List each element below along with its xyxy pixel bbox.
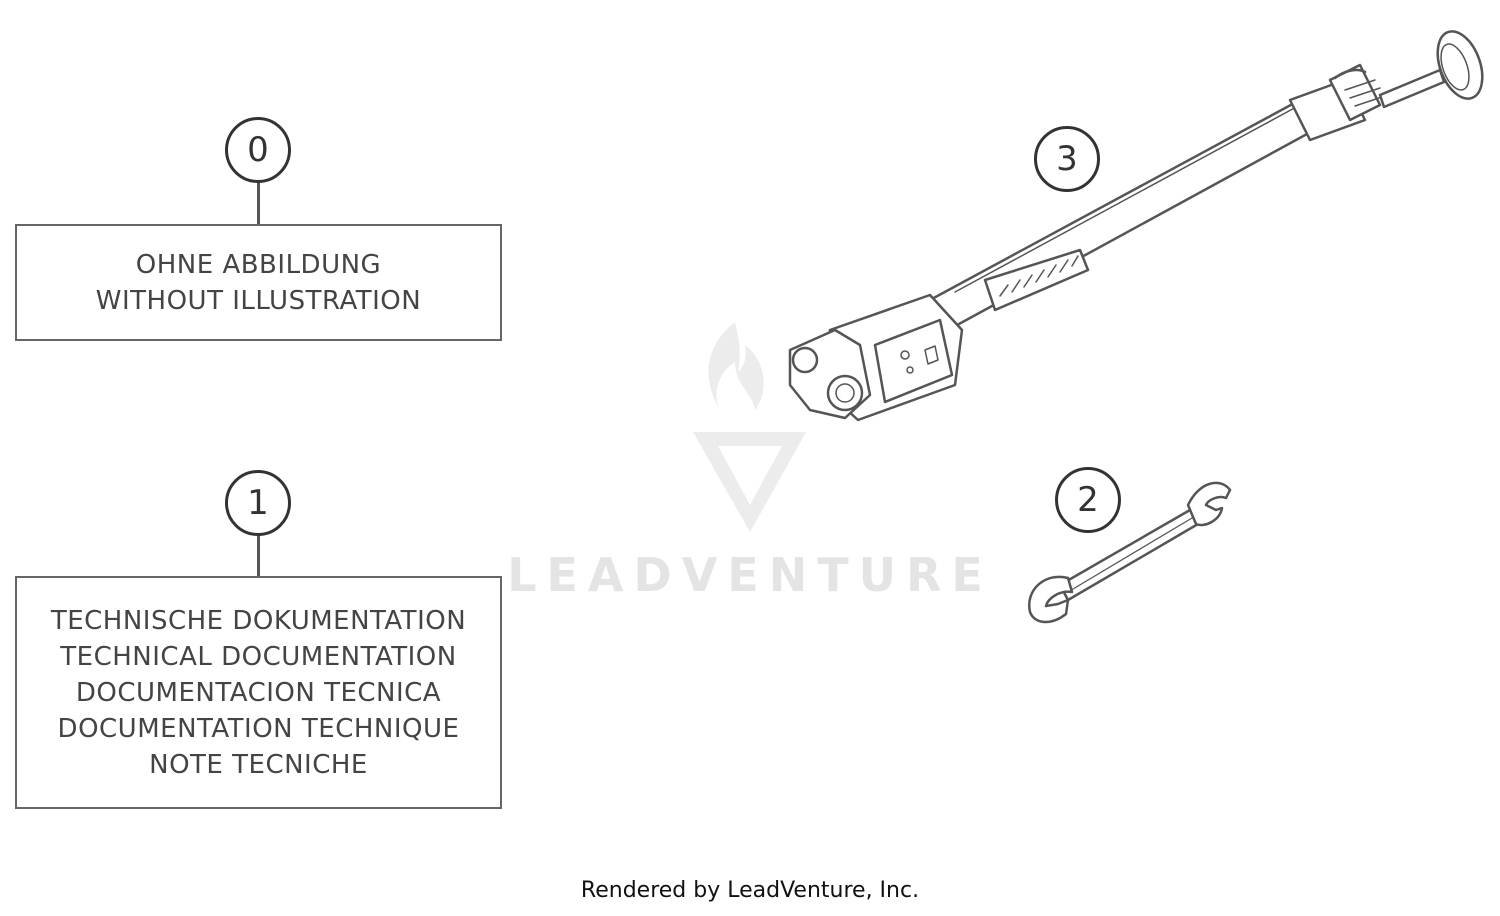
box1-line-3: DOCUMENTACION TECNICA xyxy=(75,677,442,708)
box1-line-2: TECHNICAL DOCUMENTATION xyxy=(60,641,457,672)
box-technical-documentation: TECHNISCHE DOKUMENTATION TECHNICAL DOCUM… xyxy=(15,576,502,809)
leader-line-0 xyxy=(257,183,260,225)
box0-line-1: OHNE ABBILDUNG xyxy=(135,249,382,280)
box1-line-4: DOCUMENTATION TECHNIQUE xyxy=(57,713,460,744)
footer-attribution: Rendered by LeadVenture, Inc. xyxy=(580,878,920,903)
callout-1[interactable]: 1 xyxy=(225,470,291,536)
box-without-illustration: OHNE ABBILDUNG WITHOUT ILLUSTRATION xyxy=(15,224,502,341)
box1-line-1: TECHNISCHE DOKUMENTATION xyxy=(50,605,467,636)
callout-3[interactable]: 3 xyxy=(1034,126,1100,192)
callout-0[interactable]: 0 xyxy=(225,117,291,183)
callout-2[interactable]: 2 xyxy=(1055,467,1121,533)
leader-line-1 xyxy=(257,536,260,578)
watermark-text: LEADVENTURE xyxy=(507,548,993,602)
box0-line-2: WITHOUT ILLUSTRATION xyxy=(95,285,422,316)
box1-line-5: NOTE TECNICHE xyxy=(149,749,368,780)
